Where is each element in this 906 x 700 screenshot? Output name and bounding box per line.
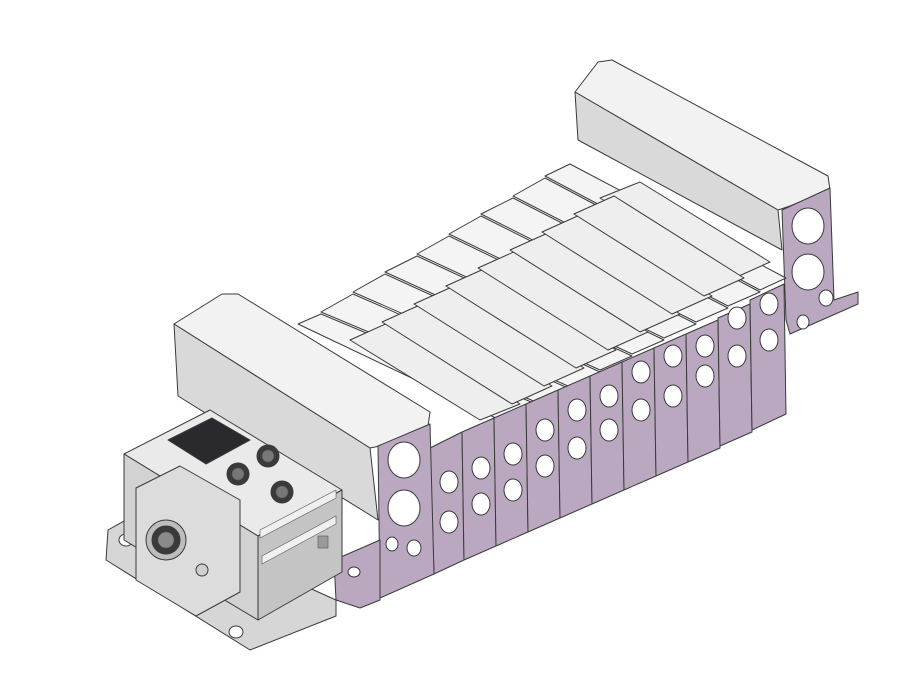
right-end-port-upper xyxy=(791,207,825,245)
serial-unit-front-block xyxy=(135,465,241,617)
right-end-cover-left xyxy=(574,91,783,251)
left-end-cover-top xyxy=(173,293,431,449)
right-end-port-small-b xyxy=(796,314,810,330)
left-end-cover-left xyxy=(173,323,379,521)
valve-stations-top xyxy=(297,163,787,421)
valve-stations-front xyxy=(429,283,787,575)
serial-unit xyxy=(105,409,343,651)
left-end-port-upper xyxy=(387,441,421,479)
ground-screw-icon xyxy=(195,563,209,577)
right-end-plate xyxy=(574,59,859,335)
left-end-plate xyxy=(173,293,435,609)
right-end-cover-top xyxy=(574,59,831,211)
left-end-port-lower xyxy=(387,489,421,527)
left-end-port-small-a xyxy=(385,536,399,552)
status-display xyxy=(167,417,251,465)
right-end-port-small-a xyxy=(818,289,834,307)
right-end-port-lower xyxy=(791,253,825,291)
left-end-port-small-b xyxy=(406,539,422,557)
